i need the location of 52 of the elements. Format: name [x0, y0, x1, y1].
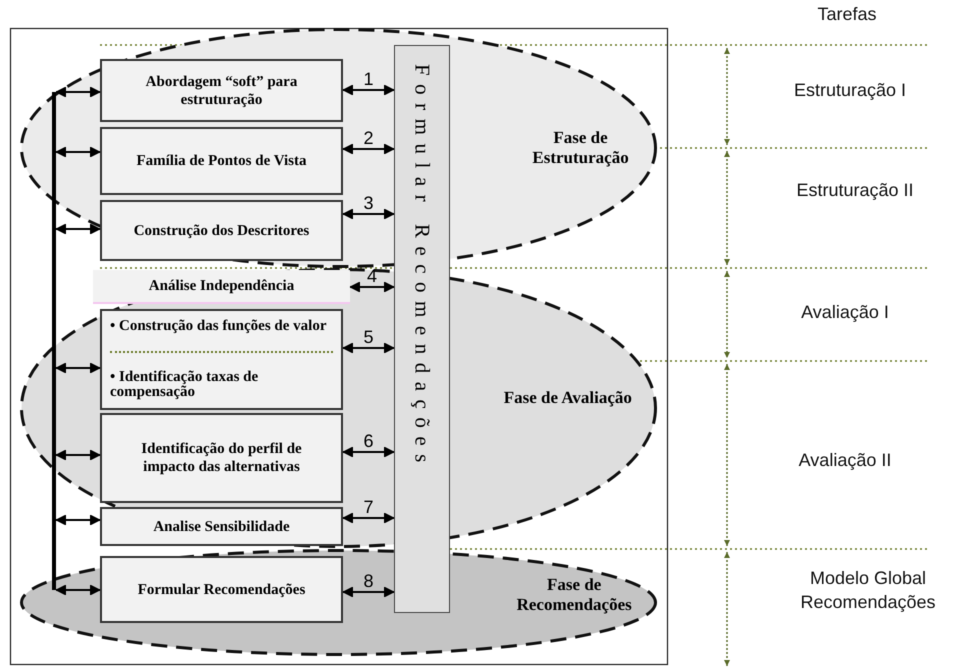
edge-label: 2	[364, 129, 374, 147]
edge-label: 3	[364, 194, 374, 212]
task-label: Estruturação II	[795, 179, 915, 202]
double-arrow	[56, 224, 100, 234]
task-label: Estruturação I	[792, 79, 908, 102]
double-arrow	[342, 208, 394, 220]
step-text: • Construção das funções de valor	[110, 319, 327, 334]
step-box	[93, 270, 350, 304]
double-arrow	[342, 84, 394, 96]
double-arrow	[342, 144, 394, 154]
step-box	[100, 556, 343, 623]
edge-label: 5	[364, 328, 374, 346]
step-box	[100, 413, 343, 503]
step-text: Análise Independência	[148, 277, 294, 295]
step-text: Identificação do perfil de impacto das alternativas	[140, 440, 303, 476]
double-arrow	[342, 512, 394, 524]
double-arrow	[56, 362, 100, 374]
step-box	[100, 59, 343, 122]
edge-label: 1	[364, 70, 374, 88]
edge-label: 8	[364, 572, 374, 590]
step-text: Analise Sensibilidade	[153, 518, 290, 536]
vertical-bar	[394, 45, 450, 613]
edge-label: 7	[364, 498, 374, 516]
phase-ellipse	[20, 549, 657, 656]
double-arrow	[56, 146, 100, 158]
task-label: Avaliação II	[798, 449, 892, 472]
task-label: Avaliação I	[800, 301, 890, 324]
step-text: • Identificação taxas de compensação	[110, 370, 260, 400]
double-arrow	[342, 446, 394, 458]
phase-title: Fase de Recomendações	[516, 575, 633, 614]
step-box	[100, 507, 343, 546]
double-arrow	[56, 514, 100, 526]
column-heading: Tarefas	[816, 3, 878, 26]
edge-label: 4	[367, 267, 378, 285]
double-arrow	[350, 282, 394, 292]
step-box	[100, 200, 343, 261]
task-label: Modelo Global Recomendações	[799, 567, 937, 614]
vertical-text: Formular Recomendações	[410, 64, 434, 473]
double-arrow	[56, 86, 100, 98]
phase-title: Fase de Estruturação	[531, 128, 630, 168]
step-box	[100, 309, 343, 410]
step-text: Abordagem “soft” para estruturação	[144, 72, 298, 108]
edge-label: 6	[364, 432, 374, 450]
phase-title: Fase de Avaliação	[502, 388, 633, 408]
double-arrow	[342, 586, 394, 598]
step-text: Formular Recomendações	[138, 580, 306, 598]
double-arrow	[56, 450, 100, 460]
double-arrow	[342, 342, 394, 354]
step-text: Construção dos Descritores	[134, 222, 310, 240]
step-text: Família de Pontos de Vista	[136, 152, 306, 170]
step-box	[100, 127, 343, 195]
double-arrow	[56, 584, 100, 596]
